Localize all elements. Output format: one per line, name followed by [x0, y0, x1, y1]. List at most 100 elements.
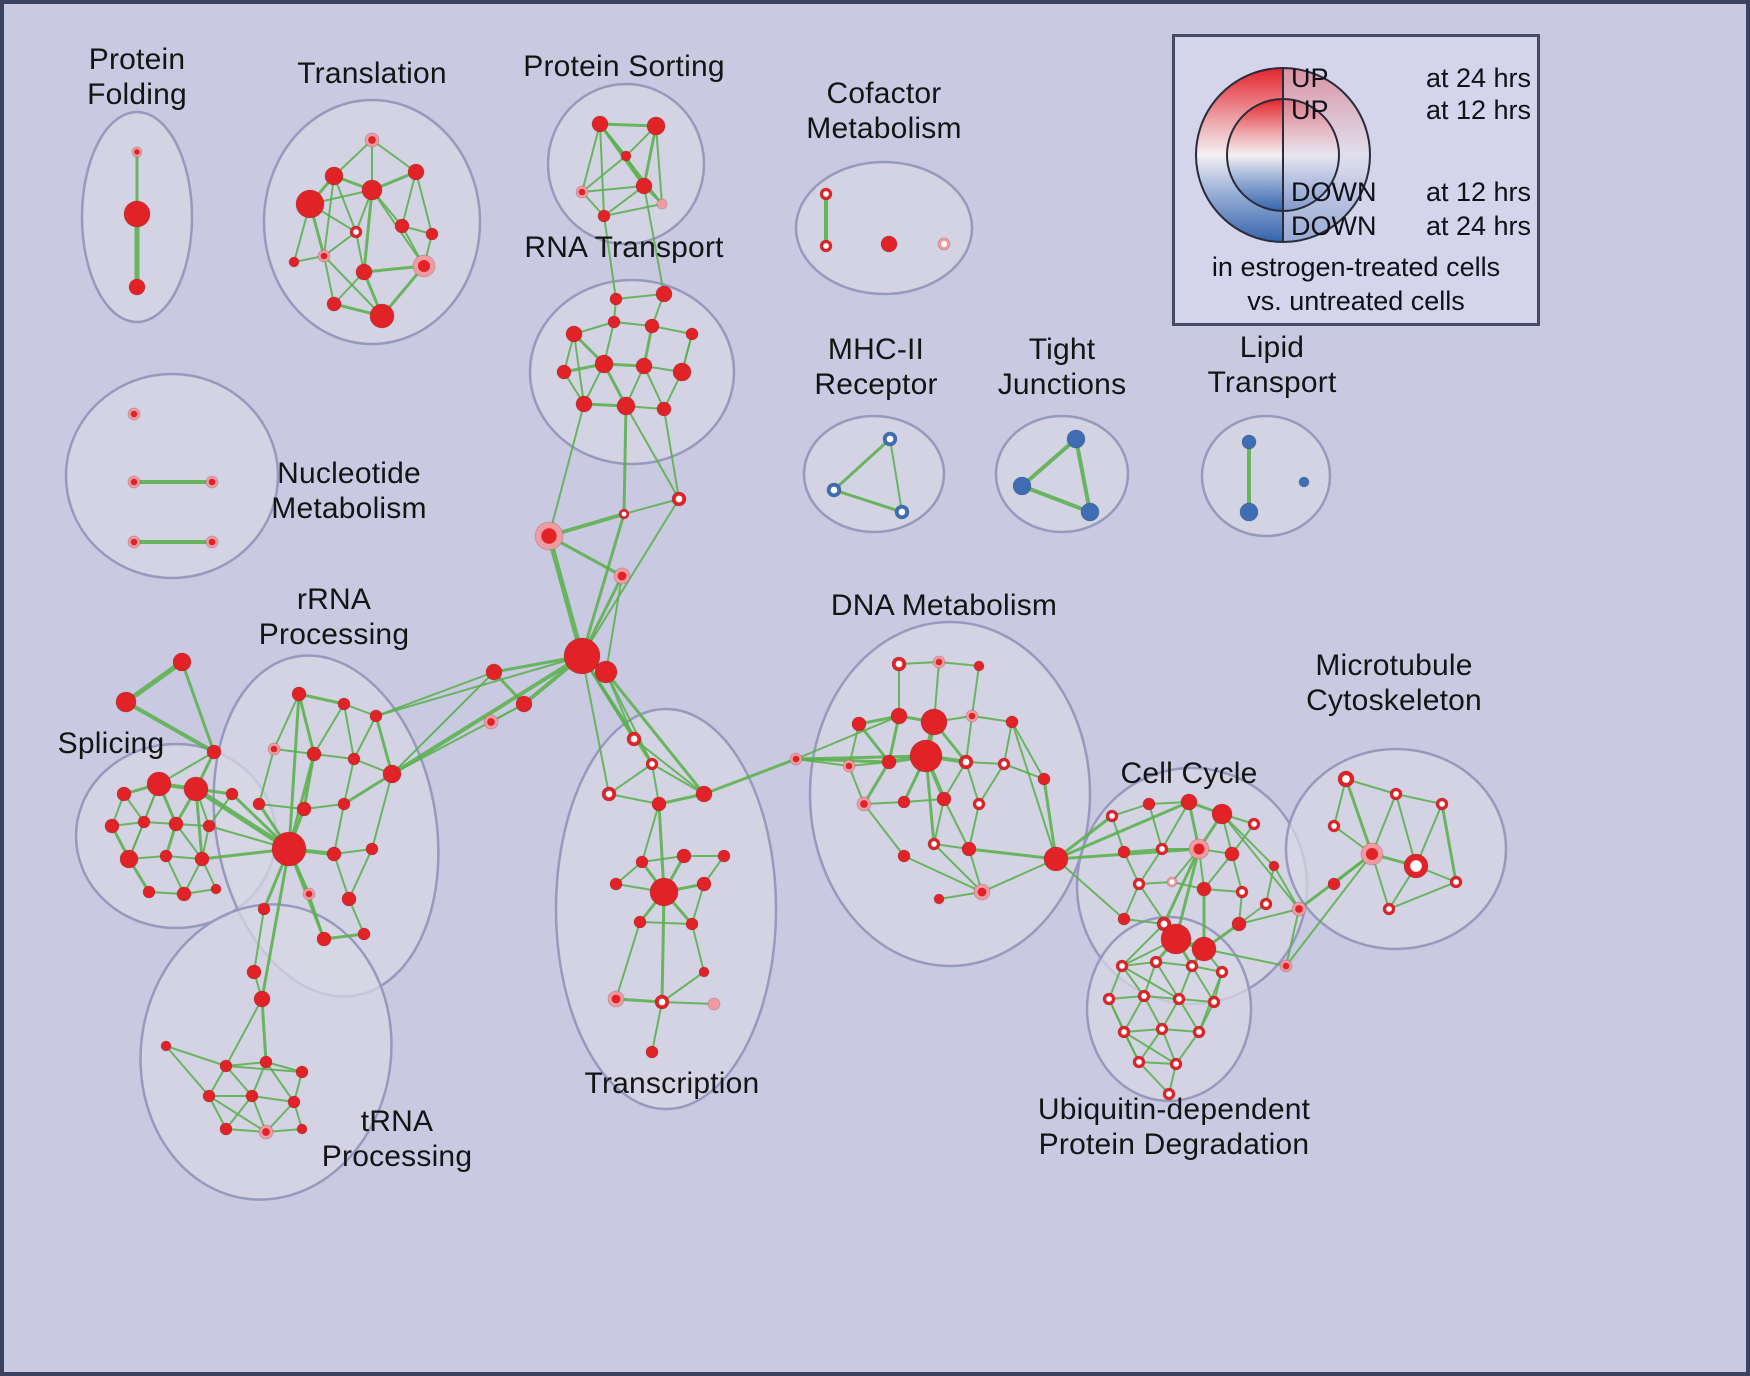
network-node[interactable] [635, 177, 653, 195]
network-node[interactable] [961, 841, 977, 857]
network-node[interactable] [1066, 429, 1086, 449]
network-node[interactable] [635, 855, 649, 869]
network-node[interactable] [609, 292, 623, 306]
network-node[interactable] [973, 660, 985, 672]
network-node[interactable] [355, 263, 373, 281]
network-node[interactable] [483, 714, 499, 730]
network-node[interactable] [1160, 923, 1192, 955]
network-node[interactable] [882, 431, 898, 447]
network-node[interactable] [1259, 897, 1273, 911]
network-node[interactable] [972, 797, 986, 811]
network-node[interactable] [819, 239, 833, 253]
network-node[interactable] [897, 849, 911, 863]
network-node[interactable] [842, 759, 856, 773]
network-node[interactable] [127, 407, 141, 421]
network-node[interactable] [880, 235, 898, 253]
network-node[interactable] [341, 891, 357, 907]
network-node[interactable] [607, 315, 621, 329]
network-node[interactable] [927, 837, 941, 851]
network-node[interactable] [425, 227, 439, 241]
network-node[interactable] [1337, 770, 1355, 788]
network-node[interactable] [1012, 476, 1032, 496]
network-node[interactable] [1188, 838, 1210, 860]
network-node[interactable] [717, 849, 731, 863]
network-node[interactable] [206, 744, 222, 760]
network-node[interactable] [894, 504, 910, 520]
network-node[interactable] [591, 115, 609, 133]
network-node[interactable] [1117, 845, 1131, 859]
network-node[interactable] [1241, 434, 1257, 450]
network-node[interactable] [1105, 809, 1119, 823]
network-node[interactable] [1449, 875, 1463, 889]
network-node[interactable] [116, 786, 132, 802]
network-node[interactable] [205, 535, 219, 549]
network-node[interactable] [407, 163, 425, 181]
network-node[interactable] [1235, 885, 1249, 899]
network-node[interactable] [856, 796, 872, 812]
network-node[interactable] [176, 886, 192, 902]
network-node[interactable] [357, 927, 371, 941]
network-node[interactable] [1117, 912, 1131, 926]
network-node[interactable] [575, 395, 593, 413]
network-node[interactable] [1298, 476, 1310, 488]
network-node[interactable] [607, 990, 625, 1008]
network-node[interactable] [202, 819, 216, 833]
network-node[interactable] [565, 325, 583, 343]
network-node[interactable] [1102, 992, 1116, 1006]
network-node[interactable] [656, 401, 672, 417]
network-node[interactable] [626, 731, 642, 747]
network-node[interactable] [1155, 842, 1169, 856]
network-node[interactable] [128, 278, 146, 296]
network-node[interactable] [698, 966, 710, 978]
network-node[interactable] [1132, 877, 1146, 891]
network-node[interactable] [119, 849, 139, 869]
network-node[interactable] [1080, 502, 1100, 522]
network-node[interactable] [646, 116, 666, 136]
network-node[interactable] [597, 209, 611, 223]
network-node[interactable] [933, 893, 945, 905]
network-node[interactable] [1005, 715, 1019, 729]
network-node[interactable] [936, 791, 952, 807]
network-node[interactable] [1211, 803, 1233, 825]
network-node[interactable] [1327, 877, 1341, 891]
network-node[interactable] [326, 846, 342, 862]
network-node[interactable] [1149, 955, 1163, 969]
network-node[interactable] [287, 1095, 301, 1109]
network-node[interactable] [123, 200, 151, 228]
network-node[interactable] [1268, 860, 1280, 872]
network-node[interactable] [259, 1055, 273, 1069]
network-node[interactable] [146, 771, 172, 797]
network-node[interactable] [1327, 819, 1341, 833]
network-node[interactable] [897, 795, 911, 809]
network-node[interactable] [1043, 846, 1069, 872]
network-node[interactable] [306, 746, 322, 762]
network-node[interactable] [296, 801, 312, 817]
network-node[interactable] [789, 752, 803, 766]
network-node[interactable] [1155, 1022, 1169, 1036]
network-node[interactable] [1207, 995, 1221, 1009]
network-node[interactable] [819, 187, 833, 201]
network-node[interactable] [515, 695, 533, 713]
network-node[interactable] [159, 849, 173, 863]
network-node[interactable] [137, 815, 151, 829]
network-node[interactable] [225, 787, 239, 801]
network-node[interactable] [1115, 959, 1129, 973]
network-node[interactable] [291, 686, 307, 702]
network-node[interactable] [324, 166, 344, 186]
network-node[interactable] [252, 797, 266, 811]
network-node[interactable] [656, 198, 668, 210]
network-node[interactable] [909, 739, 943, 773]
network-node[interactable] [1185, 959, 1199, 973]
network-node[interactable] [172, 652, 192, 672]
network-node[interactable] [296, 1123, 308, 1135]
network-node[interactable] [655, 285, 673, 303]
network-node[interactable] [412, 254, 436, 278]
network-node[interactable] [1117, 1025, 1131, 1039]
network-node[interactable] [1137, 989, 1151, 1003]
network-node[interactable] [575, 185, 589, 199]
network-node[interactable] [131, 146, 143, 158]
network-node[interactable] [707, 997, 721, 1011]
network-node[interactable] [594, 354, 614, 374]
network-node[interactable] [337, 797, 351, 811]
network-node[interactable] [563, 637, 601, 675]
